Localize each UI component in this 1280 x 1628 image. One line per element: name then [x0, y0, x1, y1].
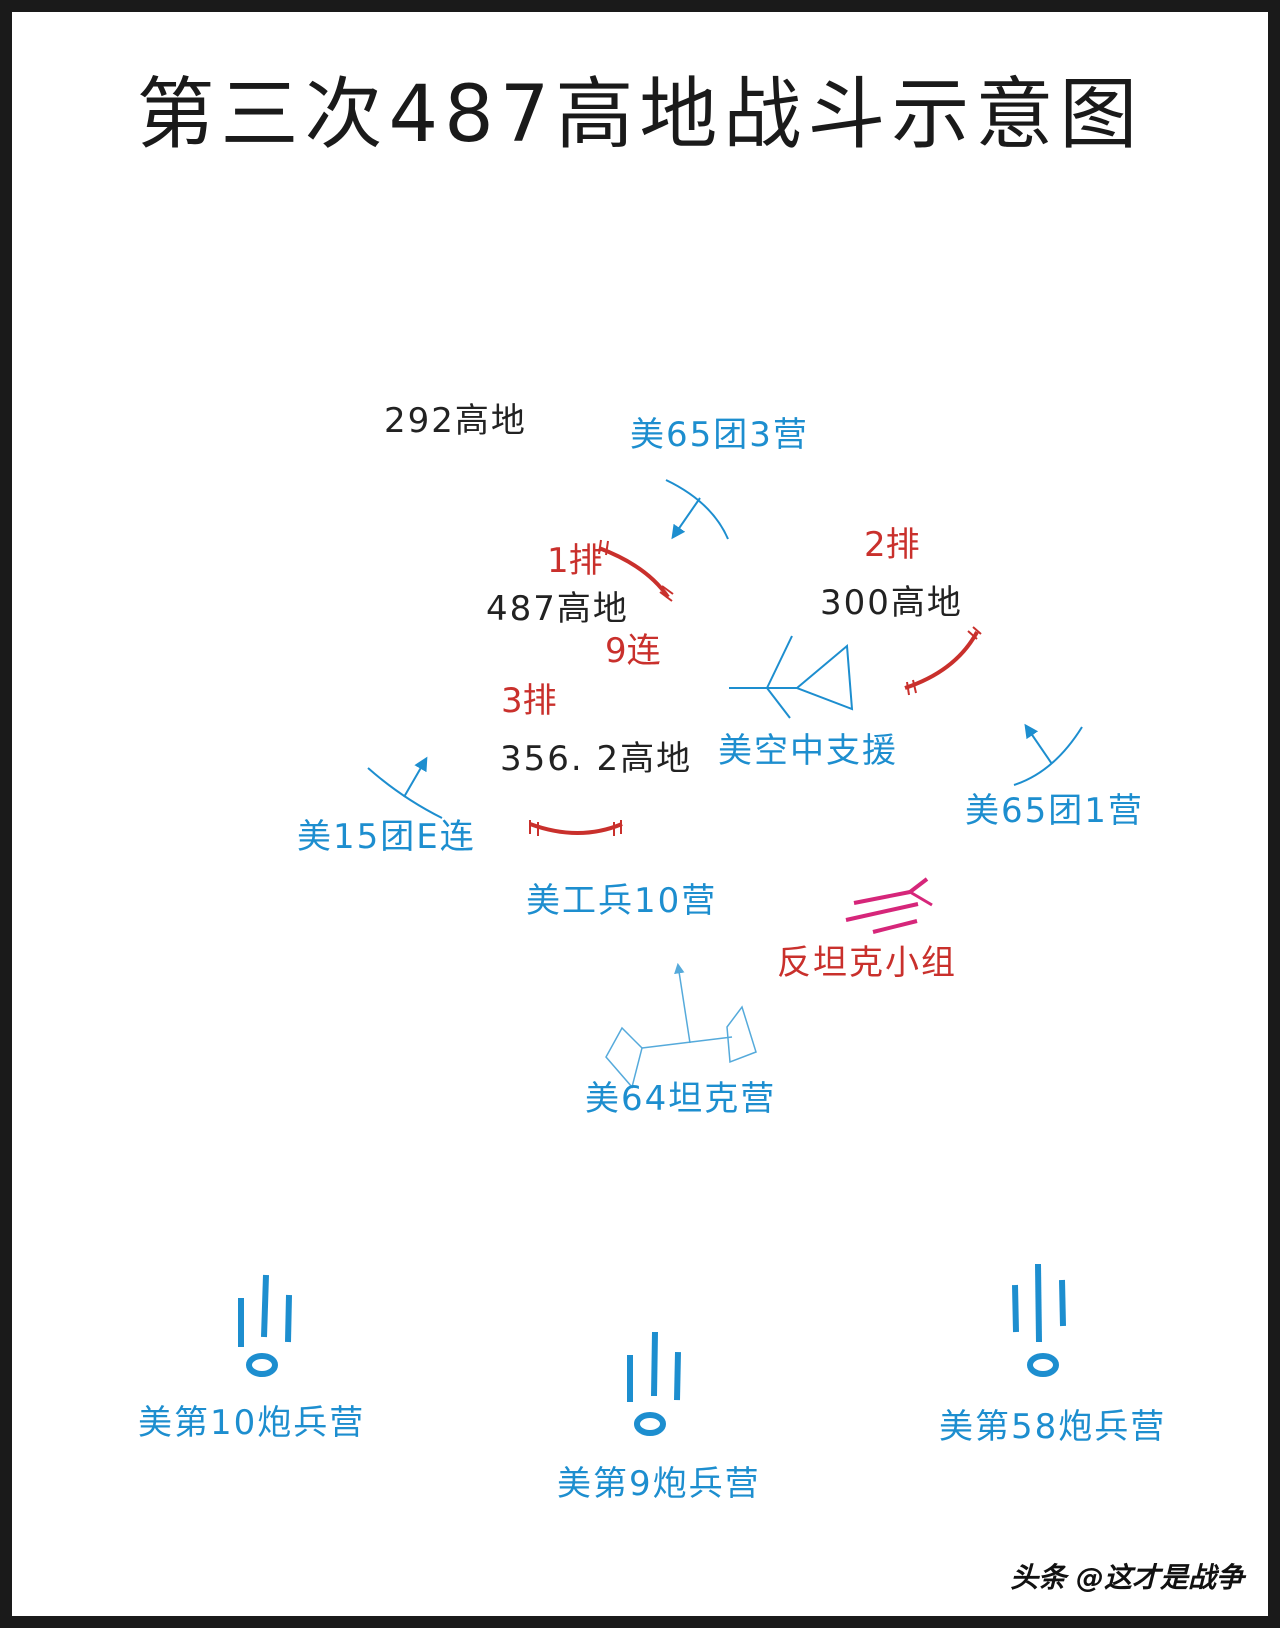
hill-487-label: 487高地 — [486, 589, 629, 629]
engineer-bn10-label: 美工兵10营 — [526, 881, 718, 921]
hill-292-label: 292高地 — [384, 401, 527, 441]
reg15-coE-label: 美15团E连 — [297, 817, 476, 857]
map-sheet: 第三次487高地战斗示意图 292高地 美65团3营 1排 487高地 9连 2… — [12, 12, 1268, 1616]
air-support-label: 美空中支援 — [718, 731, 898, 771]
arty-bn58-artillery-icon — [1012, 1263, 1066, 1377]
reg65-bn3-label: 美65团3营 — [630, 415, 809, 455]
anti-tank-team-label: 反坦克小组 — [777, 943, 957, 983]
platoon1-red-arc-icon — [598, 539, 674, 602]
company9-label: 9连 — [605, 631, 661, 671]
reg65-bn3-arc-arrow-icon — [665, 479, 729, 540]
platoon2-red-arc-icon — [904, 626, 982, 696]
page-title: 第三次487高地战斗示意图 — [136, 70, 1144, 160]
arty-bn10-label: 美第10炮兵营 — [138, 1403, 366, 1443]
reg65-bn1-arc-arrow-icon — [1013, 723, 1083, 786]
arty-bn9-label: 美第9炮兵营 — [557, 1464, 761, 1504]
tank-bn64-label: 美64坦克营 — [585, 1079, 777, 1119]
reg15-coE-arc-arrow-icon — [367, 756, 443, 819]
hill-356-label: 356. 2高地 — [500, 739, 693, 779]
platoon2-label: 2排 — [864, 525, 920, 565]
platoon3-label: 3排 — [501, 681, 557, 721]
arty-bn10-artillery-icon — [238, 1274, 292, 1377]
anti-tank-team-icon — [845, 877, 933, 934]
watermark: 头条 @这才是战争 — [1010, 1561, 1244, 1594]
battle-map-graphics — [238, 479, 1083, 1436]
arty-bn9-artillery-icon — [627, 1331, 681, 1436]
hill-300-label: 300高地 — [820, 583, 963, 623]
platoon3-red-arc-icon — [529, 820, 623, 836]
reg65-bn1-label: 美65团1营 — [965, 791, 1144, 831]
tank-bn64-tank-icon — [605, 962, 757, 1089]
platoon1-label: 1排 — [547, 541, 603, 581]
arty-bn58-label: 美第58炮兵营 — [939, 1407, 1167, 1447]
air-support-aircraft-icon — [729, 635, 854, 719]
